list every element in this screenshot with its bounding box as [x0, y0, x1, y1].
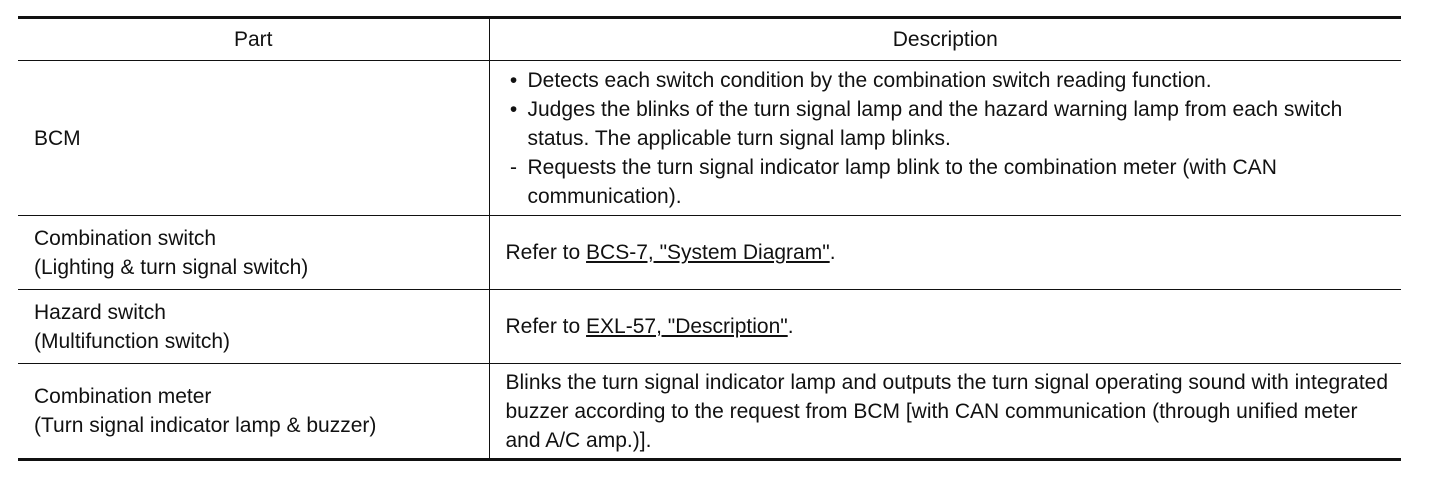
bcs-7-system-diagram-link[interactable]: BCS-7, "System Diagram" [586, 241, 830, 264]
description-cell-combination-meter: Blinks the turn signal indicator lamp an… [489, 363, 1401, 461]
bullet-marker: • [509, 97, 518, 121]
table-row-combination-meter: Combination meter (Turn signal indicator… [18, 363, 1401, 461]
part-cell-hazard-switch: Hazard switch (Multifunction switch) [18, 289, 490, 364]
exl-57-description-link[interactable]: EXL-57, "Description" [586, 315, 788, 338]
part-cell-combination-switch: Combination switch (Lighting & turn sign… [18, 215, 490, 290]
part-subname: (Multifunction switch) [34, 329, 231, 353]
part-subname: (Lighting & turn signal switch) [34, 255, 309, 279]
list-item: - Requests the turn signal indicator lam… [506, 153, 1390, 211]
list-item-text: Requests the turn signal indicator lamp … [527, 155, 1277, 208]
refer-to-text: Refer to [505, 241, 587, 264]
description-cell-combination-switch: Refer to BCS-7, "System Diagram". [489, 215, 1401, 290]
bcm-function-list: • Detects each switch condition by the c… [506, 66, 1390, 211]
table-header-row: Part Description [18, 16, 1401, 61]
bullet-marker: • [509, 68, 518, 92]
list-item-text: Detects each switch condition by the com… [527, 68, 1212, 92]
table-row-combination-switch: Combination switch (Lighting & turn sign… [18, 215, 1401, 290]
period-text: . [787, 315, 794, 338]
part-subname: (Turn signal indicator lamp & buzzer) [34, 414, 377, 437]
table-row-bcm: BCM • Detects each switch condition by t… [18, 60, 1401, 216]
description-cell-hazard-switch: Refer to EXL-57, "Description". [489, 289, 1401, 364]
list-item-text: Judges the blinks of the turn signal lam… [527, 97, 1343, 150]
part-cell-bcm: BCM [18, 60, 490, 216]
period-text: . [829, 241, 836, 264]
part-name: Combination switch [34, 226, 217, 250]
part-name: Hazard switch [34, 300, 166, 324]
part-name: Combination meter [34, 385, 212, 408]
table-row-hazard-switch: Hazard switch (Multifunction switch) Ref… [18, 289, 1401, 364]
parts-description-table: Part Description BCM • Detects each swit… [18, 16, 1401, 461]
description-column-header: Description [489, 16, 1401, 61]
dash-marker: - [510, 155, 517, 179]
list-item: • Judges the blinks of the turn signal l… [506, 95, 1390, 153]
part-cell-combination-meter: Combination meter (Turn signal indicator… [18, 363, 490, 461]
part-column-header: Part [18, 16, 490, 61]
refer-to-text: Refer to [505, 315, 587, 338]
list-item: • Detects each switch condition by the c… [506, 66, 1390, 95]
description-cell-bcm: • Detects each switch condition by the c… [489, 60, 1401, 216]
parts-description-table-wrapper: Part Description BCM • Detects each swit… [18, 16, 1401, 461]
